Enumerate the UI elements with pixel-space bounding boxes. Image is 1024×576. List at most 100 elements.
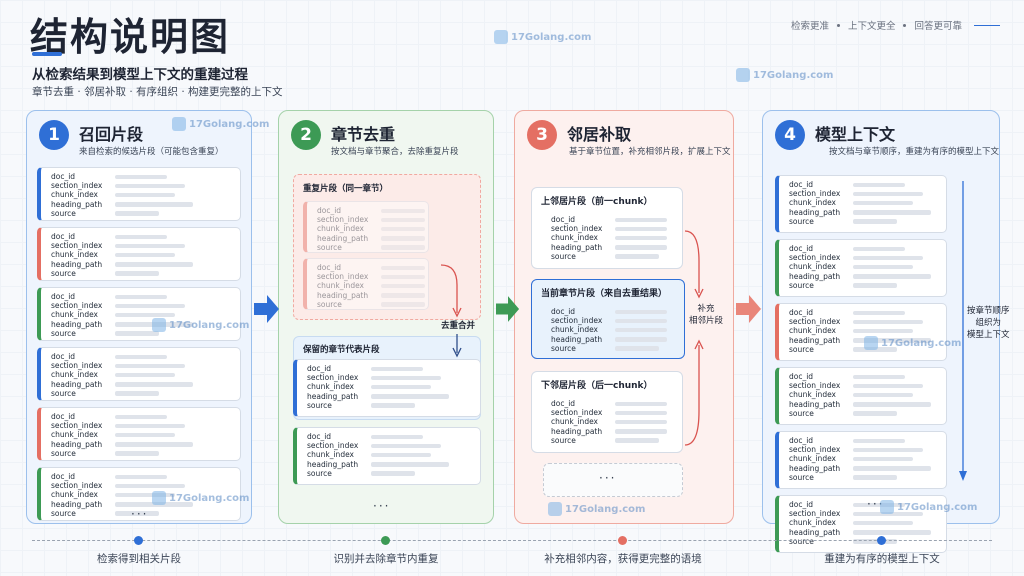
field-row: chunk_index <box>789 262 946 271</box>
panel-description: 基于章节位置，补充相邻片段，扩展上下文 <box>569 147 731 157</box>
field-row: section_index <box>51 421 240 430</box>
watermark: 17Golang.com <box>152 318 249 332</box>
field-value-placeholder <box>381 302 425 307</box>
field-row: section_index <box>51 181 240 190</box>
field-row: source <box>551 436 675 445</box>
field-name: chunk_index <box>789 198 836 208</box>
field-row: chunk_index <box>307 450 480 459</box>
step-number: 4 <box>775 120 805 150</box>
more-ellipsis: ··· <box>599 471 617 485</box>
field-row: heading_path <box>551 243 675 252</box>
field-value-placeholder <box>115 312 175 318</box>
field-value-placeholder <box>115 262 193 267</box>
field-row: chunk_index <box>317 281 428 290</box>
field-name: doc_id <box>307 364 332 373</box>
field-value-placeholder <box>371 403 415 408</box>
field-row: chunk_index <box>551 325 675 334</box>
neighbor-arrows <box>684 230 704 446</box>
field-value-placeholder <box>853 411 897 416</box>
timeline-dot <box>134 536 143 545</box>
step-number: 1 <box>39 120 69 150</box>
watermark-logo-icon <box>548 502 562 516</box>
field-value-placeholder <box>115 382 193 387</box>
field-row: chunk_index <box>51 430 240 439</box>
panel-title: 邻居补取 <box>567 125 632 144</box>
field-value-placeholder <box>115 372 175 378</box>
field-value-placeholder <box>115 202 193 207</box>
watermark: 17Golang.com <box>880 500 977 514</box>
field-row: heading_path <box>51 260 240 269</box>
field-name: chunk_index <box>789 390 836 400</box>
field-value-placeholder <box>615 327 667 333</box>
timeline-dot <box>877 536 886 545</box>
field-name: chunk_index <box>307 382 354 392</box>
field-name: chunk_index <box>789 454 836 464</box>
watermark: 17Golang.com <box>864 336 961 350</box>
field-value-placeholder <box>853 255 923 261</box>
field-row: chunk_index <box>51 190 240 199</box>
page-title: 结构说明图 <box>30 15 231 59</box>
field-name: chunk_index <box>789 326 836 336</box>
field-name: section_index <box>551 224 603 234</box>
field-value-placeholder <box>853 475 897 480</box>
field-row: section_index <box>551 224 675 233</box>
field-row: heading_path <box>789 336 946 345</box>
field-name: section_index <box>789 381 841 391</box>
field-name: chunk_index <box>51 190 98 200</box>
watermark-logo-icon <box>736 68 750 82</box>
field-value-placeholder <box>853 456 913 462</box>
watermark-logo-icon <box>152 491 166 505</box>
field-name: heading_path <box>551 334 603 344</box>
field-row: section_index <box>317 272 428 281</box>
field-value-placeholder <box>853 530 931 535</box>
field-name: chunk_index <box>51 310 98 320</box>
field-row: section_index <box>307 441 480 450</box>
field-value-placeholder <box>115 174 167 179</box>
field-row: chunk_index <box>789 198 946 207</box>
field-row: chunk_index <box>789 518 946 527</box>
field-name: chunk_index <box>789 262 836 272</box>
field-value-placeholder <box>115 483 185 489</box>
field-name: chunk_index <box>551 325 598 335</box>
field-name: heading_path <box>789 207 841 217</box>
field-value-placeholder <box>115 363 185 369</box>
field-name: heading_path <box>307 391 359 401</box>
field-row: source <box>307 401 480 410</box>
field-name: source <box>551 343 576 353</box>
more-ellipsis: ··· <box>131 507 149 521</box>
header-tag: 回答更可靠 <box>914 21 962 32</box>
field-name: doc_id <box>551 215 576 224</box>
duplicate-group <box>293 174 481 320</box>
field-row: source <box>317 300 428 309</box>
field-row: heading_path <box>551 427 675 436</box>
field-value-placeholder <box>115 414 167 419</box>
flow-arrow-right <box>254 295 279 323</box>
field-name: chunk_index <box>51 370 98 380</box>
field-row: heading_path <box>51 200 240 209</box>
watermark: 17Golang.com <box>172 117 269 131</box>
field-value-placeholder <box>853 383 923 389</box>
field-value-placeholder <box>115 243 185 249</box>
header-tag: 检索更准 <box>790 21 829 32</box>
field-row: chunk_index <box>51 370 240 379</box>
field-name: chunk_index <box>307 450 354 460</box>
field-value-placeholder <box>615 217 667 222</box>
tag-separator <box>836 23 840 27</box>
field-row: heading_path <box>317 291 428 300</box>
field-row: chunk_index <box>51 490 240 499</box>
field-row: source <box>51 269 240 278</box>
field-row: heading_path <box>789 272 946 281</box>
field-value-placeholder <box>381 208 425 213</box>
field-row: source <box>551 344 675 353</box>
field-value-placeholder <box>371 443 441 449</box>
panel-neighbors: 3 邻居补取 基于章节位置，补充相邻片段，扩展上下文 上邻居片段（前一chunk… <box>514 110 734 524</box>
field-name: chunk_index <box>51 490 98 500</box>
field-row: chunk_index <box>51 310 240 319</box>
